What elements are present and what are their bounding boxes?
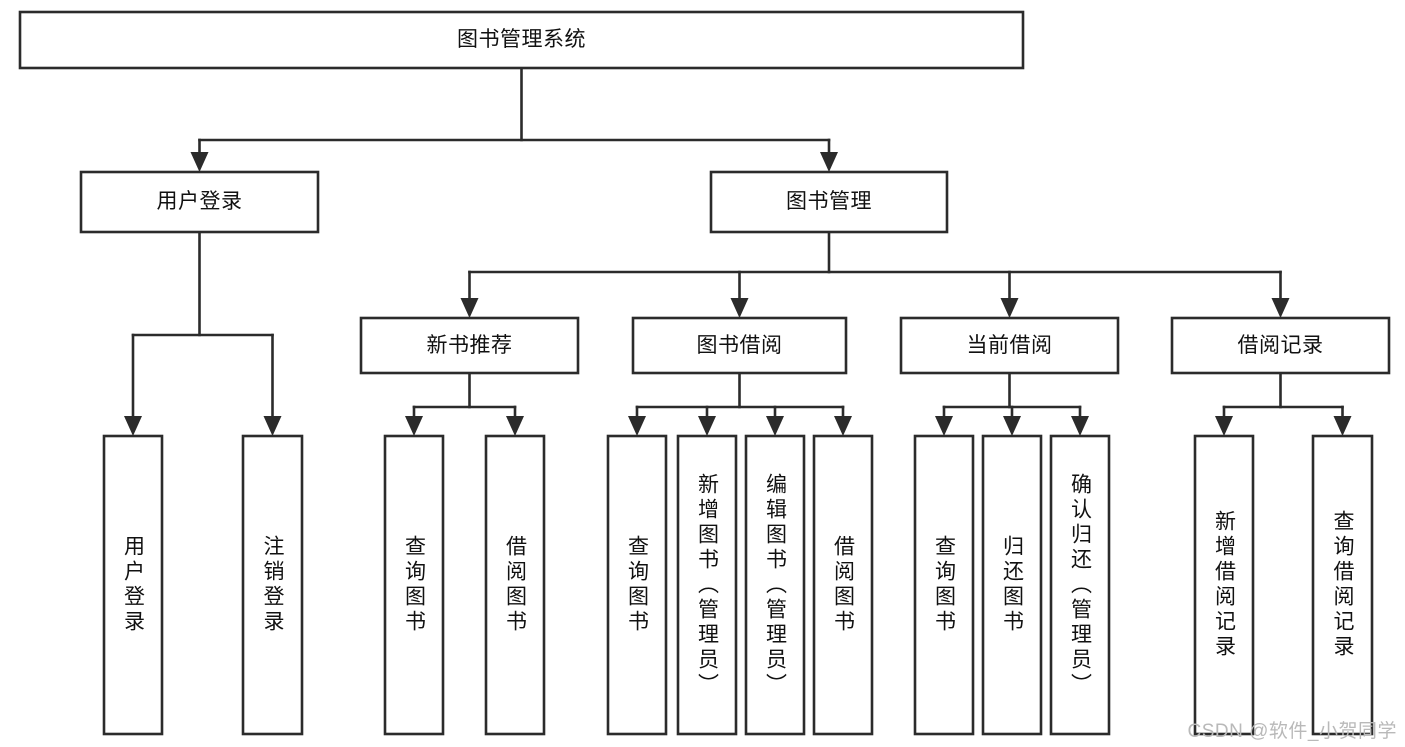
arrowhead-icon-borrow-record (1271, 298, 1290, 318)
node-box-leaf-borrow-book-1[interactable] (484, 434, 546, 736)
arrowhead-icon-leaf-user-login (124, 416, 142, 436)
arrowhead-icon-leaf-add-record (1215, 416, 1233, 436)
arrowhead-icon-leaf-confirm-return (1071, 416, 1089, 436)
arrowhead-icon-leaf-logout (263, 416, 282, 436)
node-box-leaf-add-record[interactable] (1193, 434, 1255, 736)
arrowhead-icon-leaf-borrow-book-1 (506, 416, 524, 436)
arrowhead-icon-user-login (190, 152, 209, 172)
node-box-leaf-user-login[interactable] (102, 434, 164, 736)
node-box-leaf-query-book-3[interactable] (913, 434, 975, 736)
arrowhead-icon-leaf-query-book-3 (935, 416, 953, 436)
arrowhead-icon-leaf-query-book-1 (405, 416, 423, 436)
arrowhead-icon-book-borrow (730, 298, 749, 318)
arrowhead-icon-leaf-edit-book (766, 416, 784, 436)
node-box-leaf-query-book-2[interactable] (606, 434, 668, 736)
nodes-layer (18, 10, 1391, 736)
node-box-current-borrow[interactable] (899, 316, 1120, 375)
arrowhead-icon-new-book-recommend (460, 298, 479, 318)
node-box-leaf-add-book[interactable] (676, 434, 738, 736)
node-box-new-book-recommend[interactable] (359, 316, 580, 375)
node-box-leaf-borrow-book-2[interactable] (812, 434, 874, 736)
arrowhead-icon-leaf-borrow-book-2 (834, 416, 852, 436)
node-box-book-borrow[interactable] (631, 316, 848, 375)
node-box-leaf-logout[interactable] (241, 434, 304, 736)
node-box-leaf-query-book-1[interactable] (383, 434, 445, 736)
node-box-leaf-return-book[interactable] (981, 434, 1043, 736)
arrowhead-icon-book-management (820, 152, 838, 172)
arrowhead-icon-leaf-add-book (698, 416, 716, 436)
node-box-leaf-confirm-return[interactable] (1049, 434, 1111, 736)
arrowhead-icon-leaf-query-book-2 (628, 416, 646, 436)
node-box-book-management[interactable] (709, 170, 949, 234)
node-box-leaf-edit-book[interactable] (744, 434, 806, 736)
arrowhead-icon-leaf-query-record (1333, 416, 1352, 436)
node-box-leaf-query-record[interactable] (1311, 434, 1374, 736)
node-box-borrow-record[interactable] (1170, 316, 1391, 375)
arrowhead-icon-current-borrow (1000, 298, 1019, 318)
csdn-watermark: CSDN @软件_小贺同学 (1187, 721, 1397, 742)
node-box-root[interactable] (18, 10, 1025, 70)
arrowhead-icon-leaf-return-book (1003, 416, 1021, 436)
node-box-user-login[interactable] (79, 170, 320, 234)
edges-layer (124, 66, 1352, 436)
